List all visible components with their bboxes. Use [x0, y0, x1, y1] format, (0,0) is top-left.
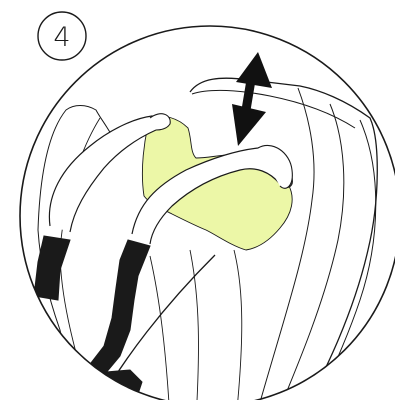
step-number: 4: [53, 22, 70, 53]
step-badge: 4: [38, 12, 86, 60]
